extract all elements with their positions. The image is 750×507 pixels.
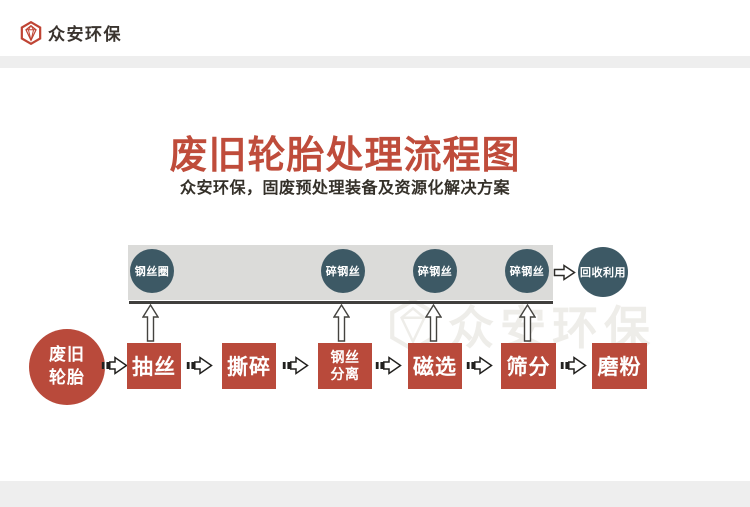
flow-arrow-2 xyxy=(186,355,213,381)
flow-arrow-5 xyxy=(466,355,493,381)
bubble-shredded-wire-3: 碎钢丝 xyxy=(505,249,549,293)
step-wire-drawing: 抽丝 xyxy=(127,343,181,389)
up-arrow-2 xyxy=(332,303,351,347)
bubble-recycle: 回收利用 xyxy=(578,247,628,297)
bubble-shredded-wire-1: 碎钢丝 xyxy=(321,249,365,293)
step-wire-separation: 钢丝 分离 xyxy=(318,343,372,389)
up-arrow-icon xyxy=(518,303,537,342)
logo-gem-icon xyxy=(20,20,42,45)
step-screening: 筛分 xyxy=(501,343,556,389)
source-waste-tire: 废旧 轮胎 xyxy=(29,329,105,405)
logo-text: 众安环保 xyxy=(48,25,122,44)
arrow-to-recycle xyxy=(553,264,576,286)
step-magnetic-separation: 磁选 xyxy=(408,343,462,389)
flow-arrow-1 xyxy=(101,355,128,381)
bubble-shredded-wire-2: 碎钢丝 xyxy=(413,249,457,293)
page-subtitle: 众安环保，固废预处理装备及资源化解决方案 xyxy=(179,178,510,197)
logo[interactable]: 众安环保 xyxy=(20,20,122,45)
up-arrow-icon xyxy=(141,303,160,342)
right-block-arrow-icon xyxy=(375,356,402,375)
right-block-arrow-icon xyxy=(282,356,309,375)
flow-arrow-6 xyxy=(560,355,587,381)
bubble-steel-ring: 钢丝圈 xyxy=(130,249,174,293)
header-divider-band xyxy=(0,56,750,68)
up-arrow-3 xyxy=(424,303,443,347)
flow-arrow-4 xyxy=(375,355,402,381)
right-block-arrow-icon xyxy=(560,356,587,375)
site-header: 众安环保 xyxy=(0,0,750,56)
page-footer xyxy=(0,481,750,507)
up-arrow-4 xyxy=(518,303,537,347)
step-shredding: 撕碎 xyxy=(222,343,276,389)
step-grinding: 磨粉 xyxy=(592,343,647,389)
conveyor-bottom-line xyxy=(129,301,553,304)
right-block-arrow-icon xyxy=(466,356,493,375)
right-block-arrow-icon xyxy=(101,356,128,375)
up-arrow-1 xyxy=(141,303,160,347)
page-title: 废旧轮胎处理流程图 xyxy=(169,135,521,177)
flow-arrow-3 xyxy=(282,355,309,381)
up-arrow-icon xyxy=(332,303,351,342)
right-outline-arrow-icon xyxy=(553,264,576,281)
right-block-arrow-icon xyxy=(186,356,213,375)
up-arrow-icon xyxy=(424,303,443,342)
